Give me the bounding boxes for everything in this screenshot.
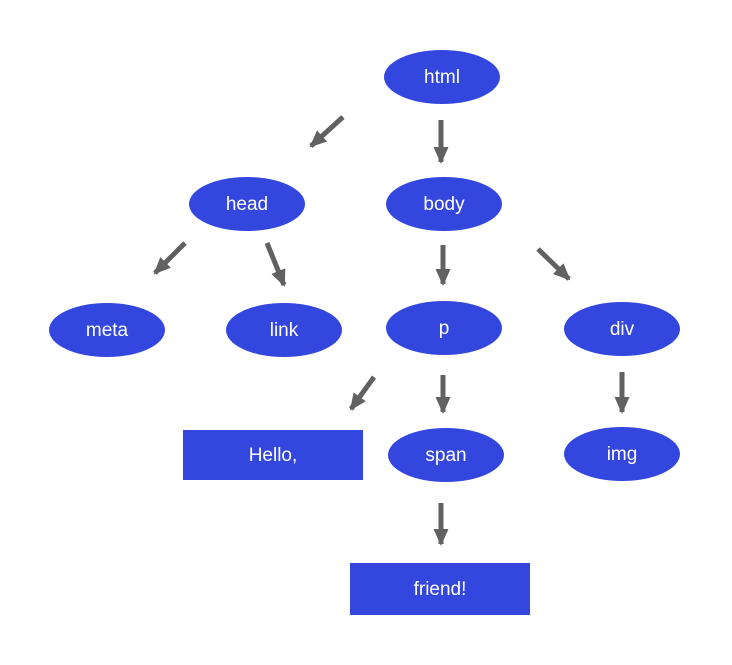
node-html-label: html [424, 66, 460, 88]
node-link-label: link [269, 319, 299, 341]
arrow-head-to-meta [153, 241, 187, 275]
node-text-hello-label: Hello, [248, 444, 298, 466]
node-head-label: head [225, 193, 269, 215]
node-meta: meta [49, 303, 165, 357]
node-img: img [564, 427, 680, 481]
node-body-label: body [423, 193, 465, 215]
arrow-head-to-link [264, 242, 287, 287]
arrow-html-to-head [309, 115, 345, 148]
node-meta-label: meta [85, 319, 129, 341]
node-span-label: span [425, 444, 467, 466]
node-img-label: img [606, 443, 638, 465]
node-text-friend-label: friend! [413, 578, 467, 600]
node-p: p [386, 301, 502, 355]
arrow-p-to-text-hello [348, 375, 377, 411]
node-span: span [388, 428, 504, 482]
node-body: body [386, 177, 502, 231]
node-div-label: div [609, 318, 635, 340]
node-text-hello: Hello, [183, 430, 363, 480]
node-html: html [384, 50, 500, 104]
arrow-body-to-div [536, 247, 571, 281]
node-link: link [226, 303, 342, 357]
node-div: div [564, 302, 680, 356]
node-text-friend: friend! [350, 563, 530, 615]
node-head: head [189, 177, 305, 231]
node-p-label: p [438, 317, 450, 339]
